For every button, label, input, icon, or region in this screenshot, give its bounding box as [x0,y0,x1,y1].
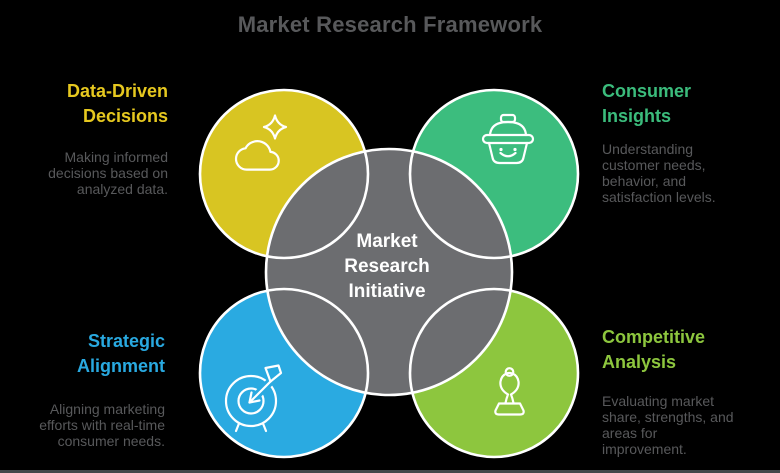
node-strategic-alignment: Strategic Alignment Aligning marketing e… [15,329,165,449]
target-inner-ring [237,387,265,415]
chess-bishop-icon [494,367,525,416]
circle-outlines [198,88,580,459]
bishop-body [499,371,520,405]
target-arrow-icon [224,364,283,433]
basket-rim [481,133,535,145]
node-title-competitive-analysis: Competitive Analysis [602,327,706,372]
basket-body [487,141,529,165]
basket-eye-left [499,147,503,152]
bottom-edge-line [0,470,780,473]
target-foot-right [261,422,268,433]
cloud-icon [236,141,279,169]
node-description-competitive-analysis: Evaluating market share, strengths, and … [602,393,734,457]
bishop-knob [504,367,515,377]
node-title-data-driven-decisions: Data-Driven Decisions [66,81,168,126]
basket-lid [488,120,528,137]
node-description-consumer-insights: Understanding customer needs, behavior, … [602,141,716,205]
center-circle-label: Market Research Initiative [344,231,430,302]
dart-fletching [264,364,283,383]
node-data-driven-decisions: Data-Driven Decisions Making informed de… [18,79,168,197]
node-description-strategic-alignment: Aligning marketing efforts with real-tim… [39,401,165,449]
dart-shaft [248,379,273,404]
basket-smile [499,151,517,158]
shopping-basket-icon [481,113,535,165]
node-consumer-insights: Consumer Insights Understanding customer… [602,79,778,205]
target-foot-left [234,422,241,433]
node-title-consumer-insights: Consumer Insights [602,81,692,126]
cloud-sparkle-icon [236,114,288,170]
sparkle-icon [262,114,288,140]
center-circle [266,149,512,395]
node-competitive-analysis: Competitive Analysis Evaluating market s… [602,325,778,457]
diagram-title: Market Research Framework [237,12,543,37]
bishop-base [494,402,525,416]
node-title-strategic-alignment: Strategic Alignment [77,331,165,376]
basket-eye-right [513,147,517,152]
node-description-data-driven-decisions: Making informed decisions based on analy… [48,149,168,197]
target-outer-ring [224,374,278,428]
dart-barbs [248,391,261,404]
